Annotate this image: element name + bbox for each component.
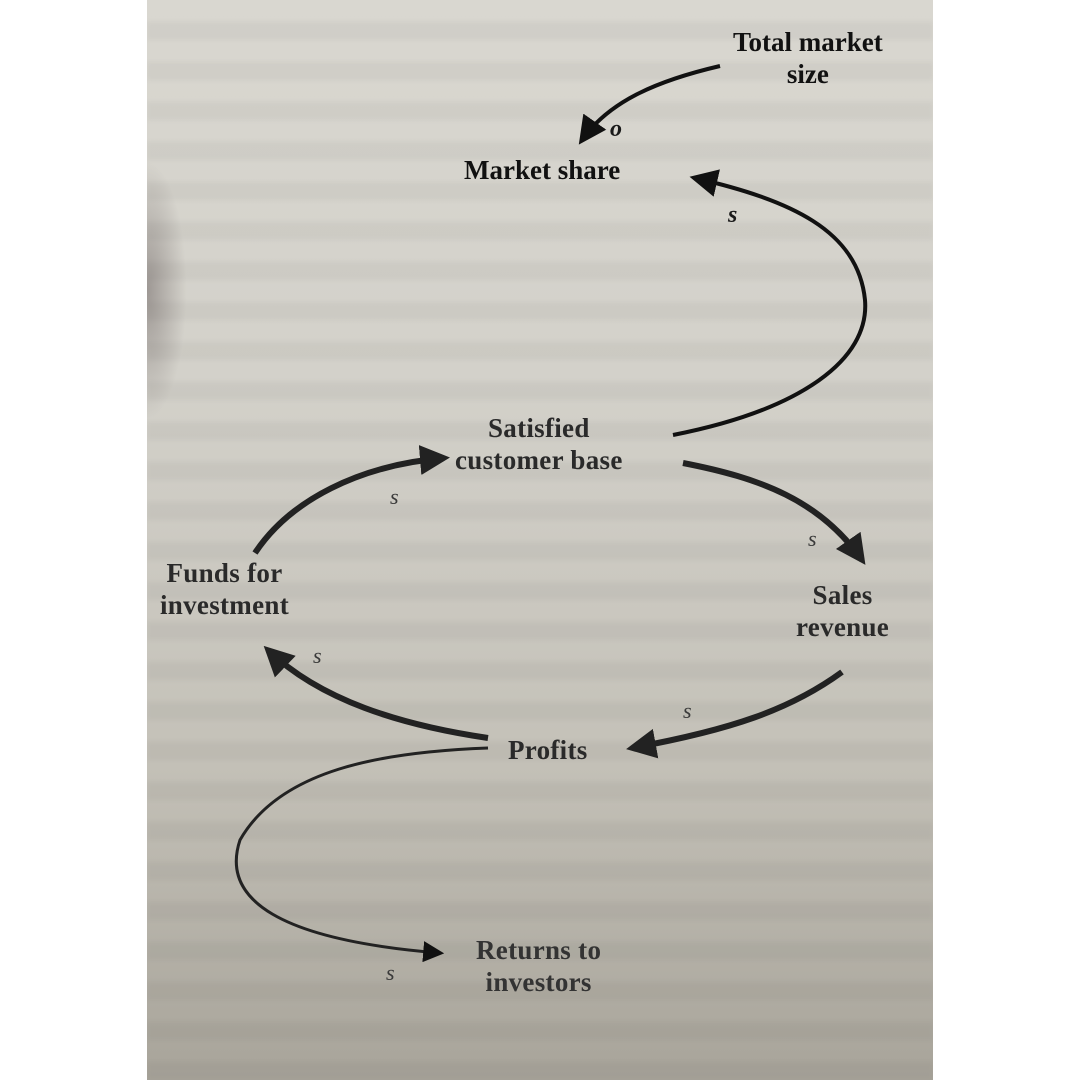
arrow-total-market-to-market-share [578,64,721,145]
node-total-market-size: Total market size [733,27,883,91]
polarity-label-scb-ms: s [728,202,738,228]
node-label-line: Profits [508,735,588,765]
polarity-label-tms-ms: o [610,116,622,142]
node-satisfied-customer-base: Satisfied customer base [455,413,623,477]
polarity-label-sr-p: s [683,698,692,723]
node-label-line: size [786,58,829,89]
node-label-line: Funds for [166,558,283,588]
polarity-label-scb-sr: s [808,526,817,551]
node-label-line: investment [160,589,289,620]
arrow-sales-revenue-to-profits [626,669,844,759]
arrow-customer-base-to-sales-revenue [682,460,866,565]
faint-bleed-through-text [147,0,933,1080]
arrow-profits-to-funds [263,645,489,741]
node-label-line: revenue [796,611,890,642]
node-label-line: Total market [733,27,883,57]
node-label-line: Returns to [476,935,602,965]
node-profits: Profits [508,735,588,767]
node-label-line: Satisfied [487,413,590,443]
finger-shadow [147,160,187,420]
polarity-label-p-rti: s [386,960,395,985]
node-label-line: customer base [455,444,623,475]
arrow-profits-to-returns [234,746,489,963]
arrow-customer-base-to-market-share [672,169,868,437]
node-sales-revenue: Sales revenue [796,580,889,644]
node-label-line: Sales [812,580,873,610]
polarity-label-p-ffi: s [313,643,322,668]
book-page-photo [147,0,933,1080]
node-returns-to-investors: Returns to investors [476,935,601,999]
node-market-share: Market share [464,155,620,187]
node-funds-for-investment: Funds for investment [160,558,289,622]
polarity-label-ffi-scb: s [390,484,399,509]
node-label-line: Market share [464,155,621,185]
node-label-line: investors [485,966,592,997]
arrow-funds-to-customer-base [252,445,450,555]
